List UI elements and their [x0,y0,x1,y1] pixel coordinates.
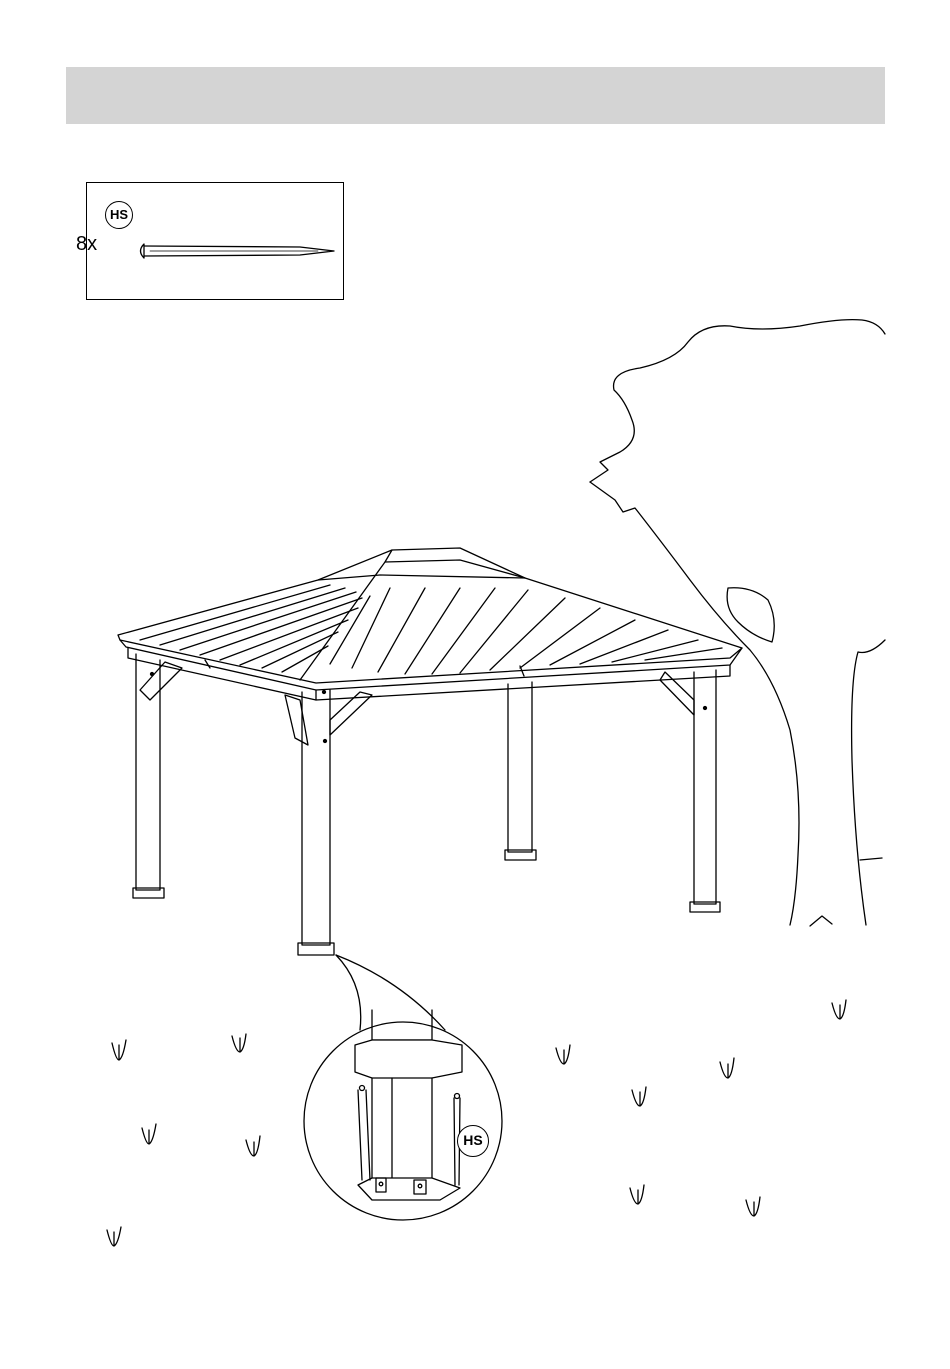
post-base-anchor-detail [304,955,502,1220]
gazebo-icon [118,548,742,955]
detail-part-code-badge: HS [457,1125,489,1157]
ground-stake-icon [141,244,335,258]
